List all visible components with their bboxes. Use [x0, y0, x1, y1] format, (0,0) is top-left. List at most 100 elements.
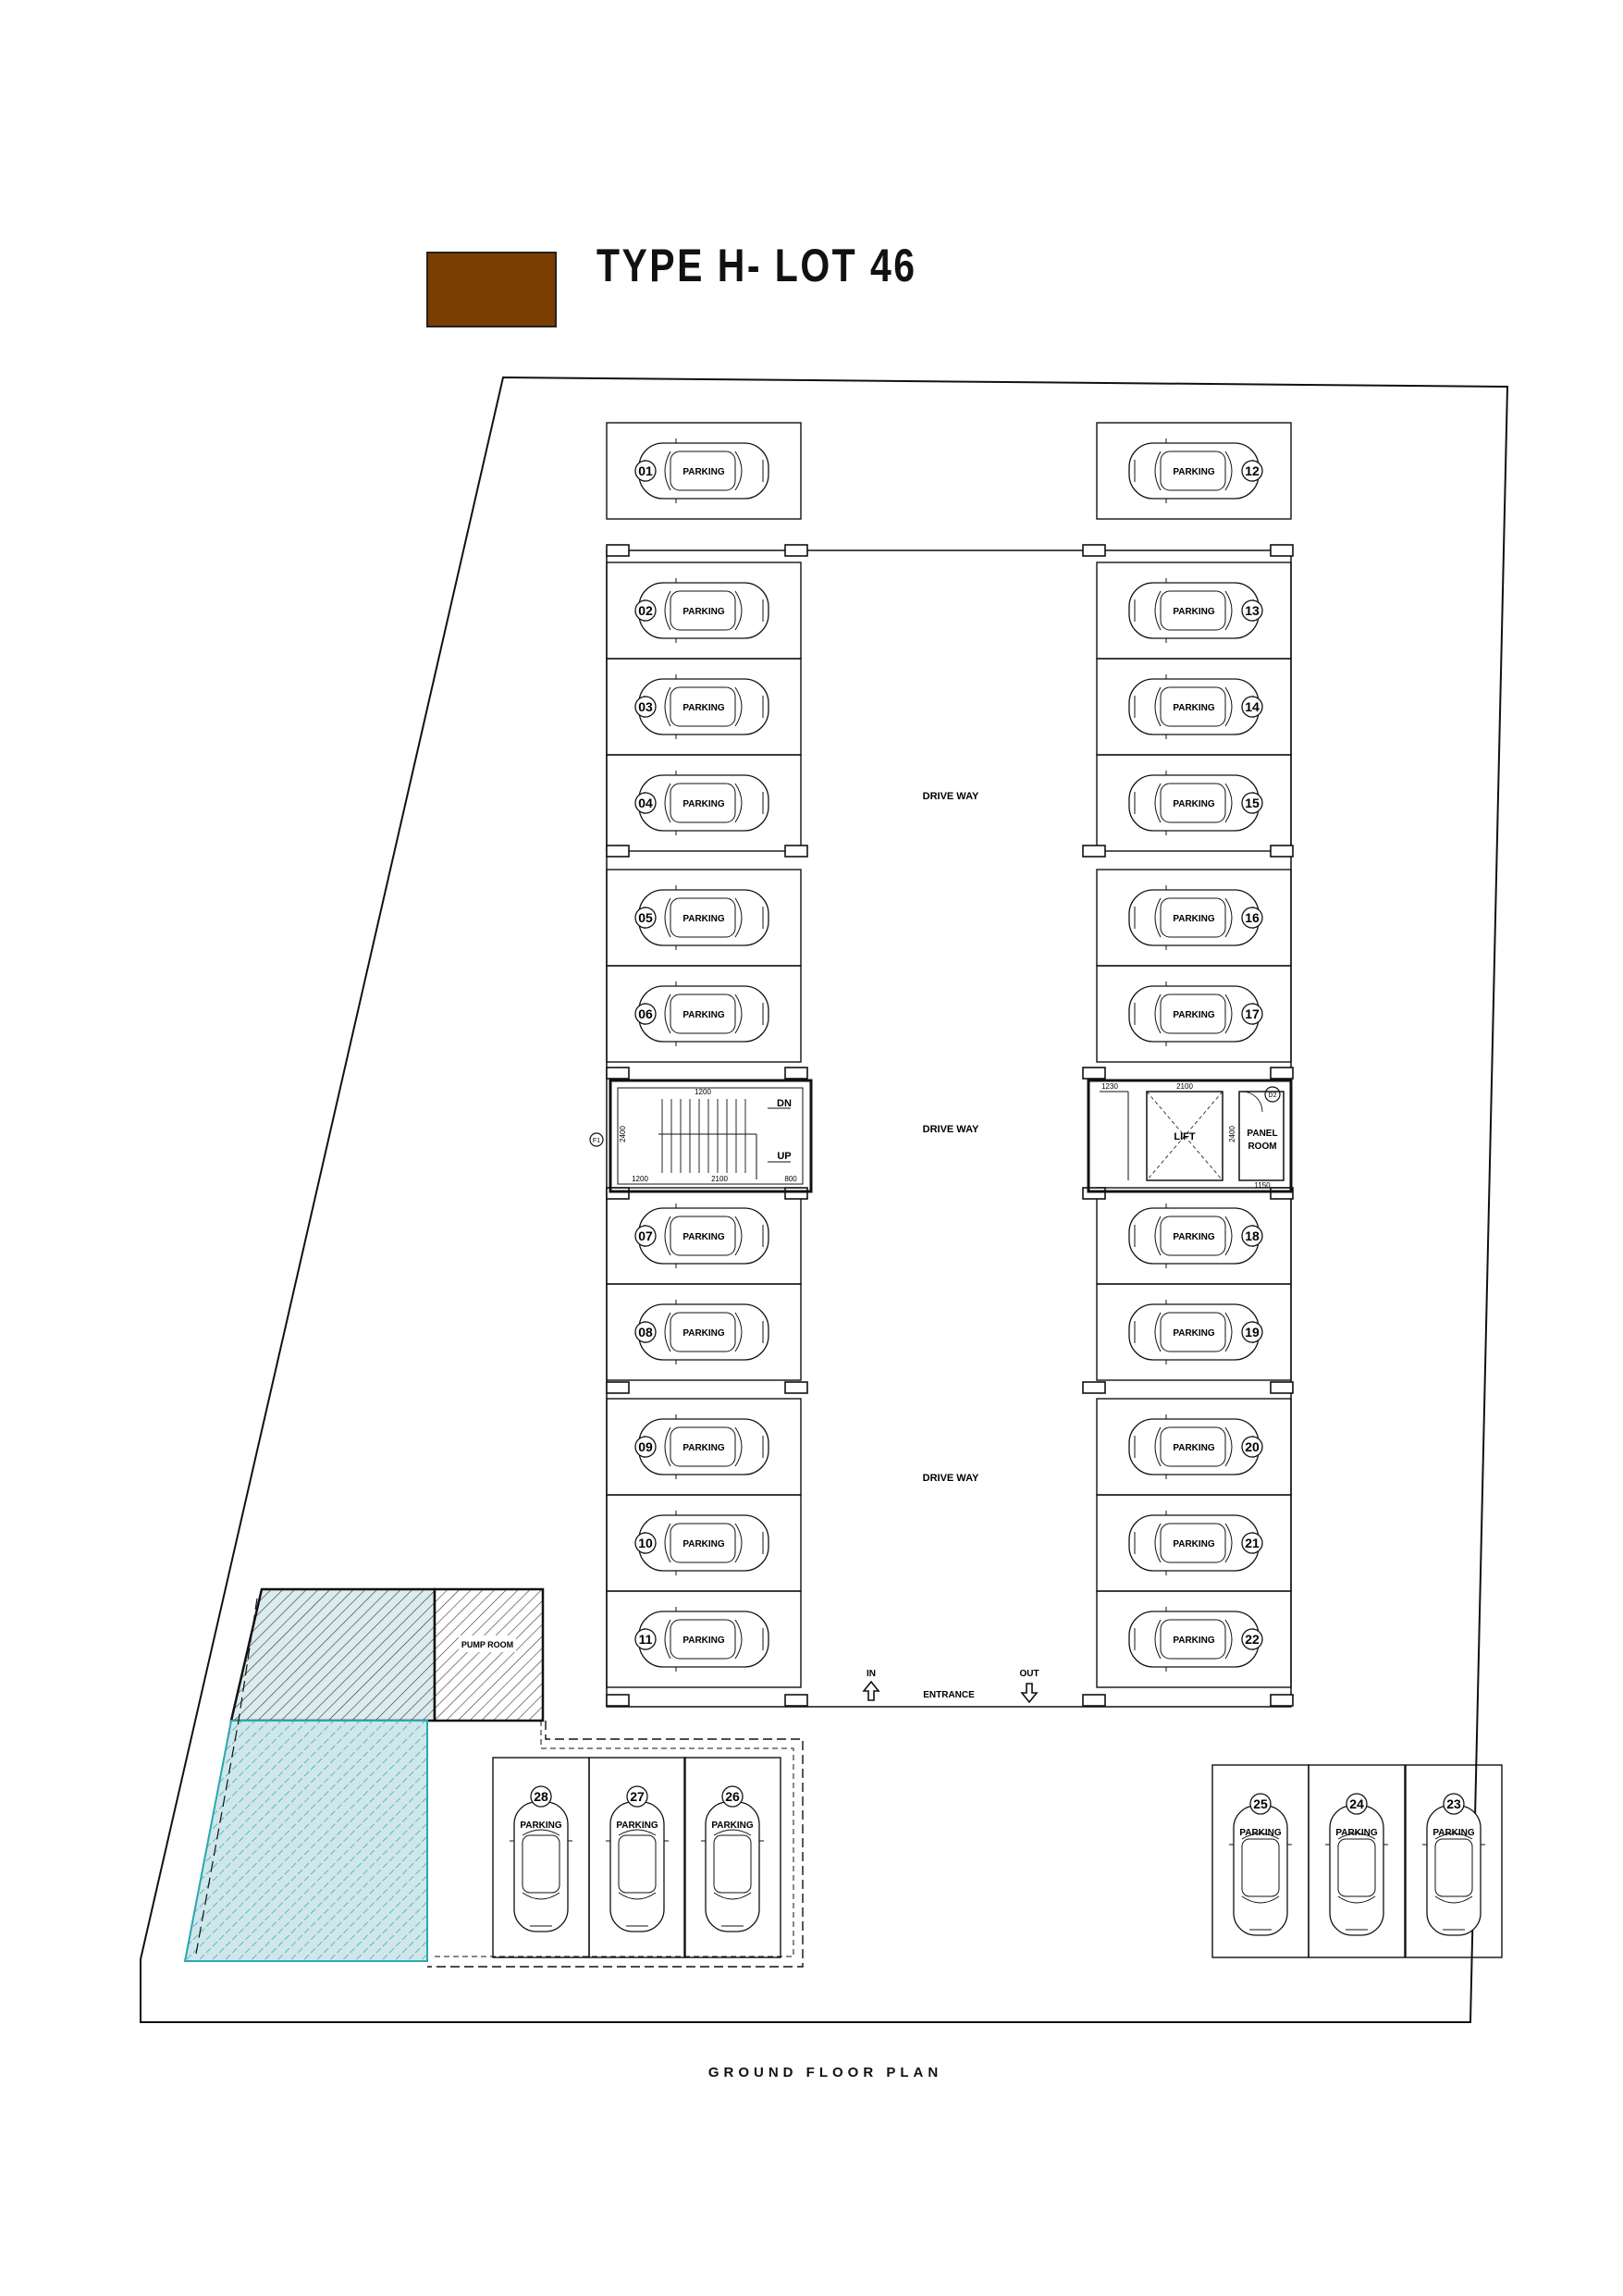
slot-number-marker-icon — [721, 1785, 744, 1808]
slot-number: 23 — [1446, 1796, 1461, 1811]
column-marker — [1270, 544, 1294, 557]
drive-way-label-mid: DRIVE WAY — [923, 1124, 979, 1135]
slot-number-marker-icon — [1346, 1793, 1368, 1815]
column-marker — [1082, 1187, 1106, 1200]
slot-number-marker-icon — [634, 907, 657, 929]
svg-text:800: 800 — [784, 1175, 797, 1183]
slot-number: 01 — [638, 463, 653, 478]
svg-text:2100: 2100 — [711, 1175, 728, 1183]
in-arrow-icon — [862, 1680, 880, 1701]
parking-label: PARKING — [682, 914, 725, 924]
slot-number-marker-icon — [634, 1225, 657, 1247]
in-label: IN — [867, 1669, 876, 1679]
slot-number: 06 — [638, 1006, 653, 1021]
lift-tag-icon — [1264, 1086, 1281, 1103]
parking-label: PARKING — [1432, 1828, 1475, 1838]
column-marker — [1082, 1381, 1106, 1394]
slot-number-marker-icon — [634, 792, 657, 814]
parking-label: PARKING — [682, 607, 725, 617]
stair-up-label: UP — [777, 1151, 791, 1162]
slot-number: 11 — [639, 1632, 653, 1647]
slot-number-marker-icon — [1241, 1436, 1263, 1458]
slot-number: 07 — [638, 1228, 653, 1243]
column-marker — [1082, 1694, 1106, 1707]
slot-number-marker-icon — [1241, 599, 1263, 622]
column-marker — [1082, 544, 1106, 557]
slot-number-marker-icon — [1241, 1628, 1263, 1650]
drive-way-label-bottom: DRIVE WAY — [923, 1473, 979, 1484]
slot-number: 04 — [638, 796, 653, 810]
lift-core: LIFT PANEL ROOM 1230 2100 2400 1150 D2 — [1087, 1079, 1293, 1193]
slot-number-marker-icon — [1241, 696, 1263, 718]
pump-room-label: PUMP ROOM — [461, 1640, 513, 1649]
slot-number: 08 — [638, 1325, 653, 1339]
column-marker — [1270, 1381, 1294, 1394]
slot-number-marker-icon — [634, 599, 657, 622]
svg-text:2100: 2100 — [1176, 1082, 1193, 1091]
slot-number: 05 — [638, 910, 653, 925]
parking-label: PARKING — [1335, 1828, 1378, 1838]
parking-slot-07: 07 PARKING — [606, 1187, 802, 1285]
slot-number: 09 — [638, 1439, 653, 1454]
svg-text:1150: 1150 — [1254, 1181, 1271, 1190]
parking-label: PARKING — [682, 1636, 725, 1646]
stair-dn-label: DN — [777, 1098, 792, 1109]
panel-room-label-1: PANEL — [1247, 1129, 1277, 1139]
column-marker — [784, 1187, 808, 1200]
parking-label: PARKING — [682, 1232, 725, 1242]
slot-number: 03 — [638, 699, 653, 714]
parking-label: PARKING — [1173, 467, 1215, 477]
entrance-label: ENTRANCE — [923, 1690, 975, 1700]
parking-label: PARKING — [1173, 799, 1215, 809]
panel-room-label-2: ROOM — [1248, 1142, 1276, 1152]
column-marker — [784, 1067, 808, 1080]
out-arrow-icon — [1020, 1683, 1039, 1704]
parking-slot-05: 05 PARKING — [606, 869, 802, 967]
svg-text:1200: 1200 — [695, 1088, 711, 1096]
parking-label: PARKING — [682, 1539, 725, 1549]
parking-label: PARKING — [1173, 1443, 1215, 1453]
parking-label: PARKING — [682, 703, 725, 713]
drive-way-label-top: DRIVE WAY — [923, 791, 979, 802]
slot-number-marker-icon — [1241, 907, 1263, 929]
highlighted-unit-area — [183, 1720, 428, 1962]
color-swatch — [426, 252, 557, 327]
svg-text:2400: 2400 — [1228, 1126, 1236, 1142]
svg-text:D2: D2 — [1269, 1092, 1277, 1099]
plan-title: TYPE H- LOT 46 — [596, 240, 917, 291]
parking-label: PARKING — [1173, 914, 1215, 924]
parking-label: PARKING — [1173, 607, 1215, 617]
slot-number-marker-icon — [634, 460, 657, 482]
staircase: DN UP 1200 1200 2100 800 2400 F1 — [589, 1079, 813, 1193]
parking-label: PARKING — [682, 799, 725, 809]
slot-number-marker-icon — [1241, 460, 1263, 482]
slot-number: 25 — [1253, 1796, 1268, 1811]
svg-text:1200: 1200 — [632, 1175, 648, 1183]
svg-text:F1: F1 — [593, 1138, 600, 1144]
column-marker — [784, 544, 808, 557]
svg-text:2400: 2400 — [619, 1126, 627, 1142]
stair-tag-icon — [589, 1132, 604, 1147]
column-marker — [1082, 1067, 1106, 1080]
slot-number-marker-icon — [634, 1436, 657, 1458]
parking-label: PARKING — [1173, 1232, 1215, 1242]
parking-label: PARKING — [1173, 1328, 1215, 1339]
